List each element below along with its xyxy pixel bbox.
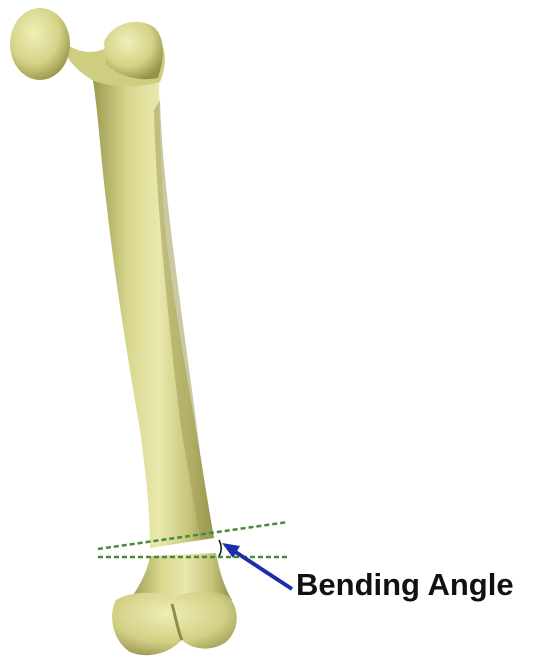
lower-femur	[112, 553, 237, 655]
upper-femur	[10, 8, 214, 548]
femoral-head	[10, 8, 70, 80]
bending-angle-label: Bending Angle	[296, 567, 514, 603]
angle-arc	[219, 540, 221, 556]
distal-condyles	[112, 591, 237, 655]
